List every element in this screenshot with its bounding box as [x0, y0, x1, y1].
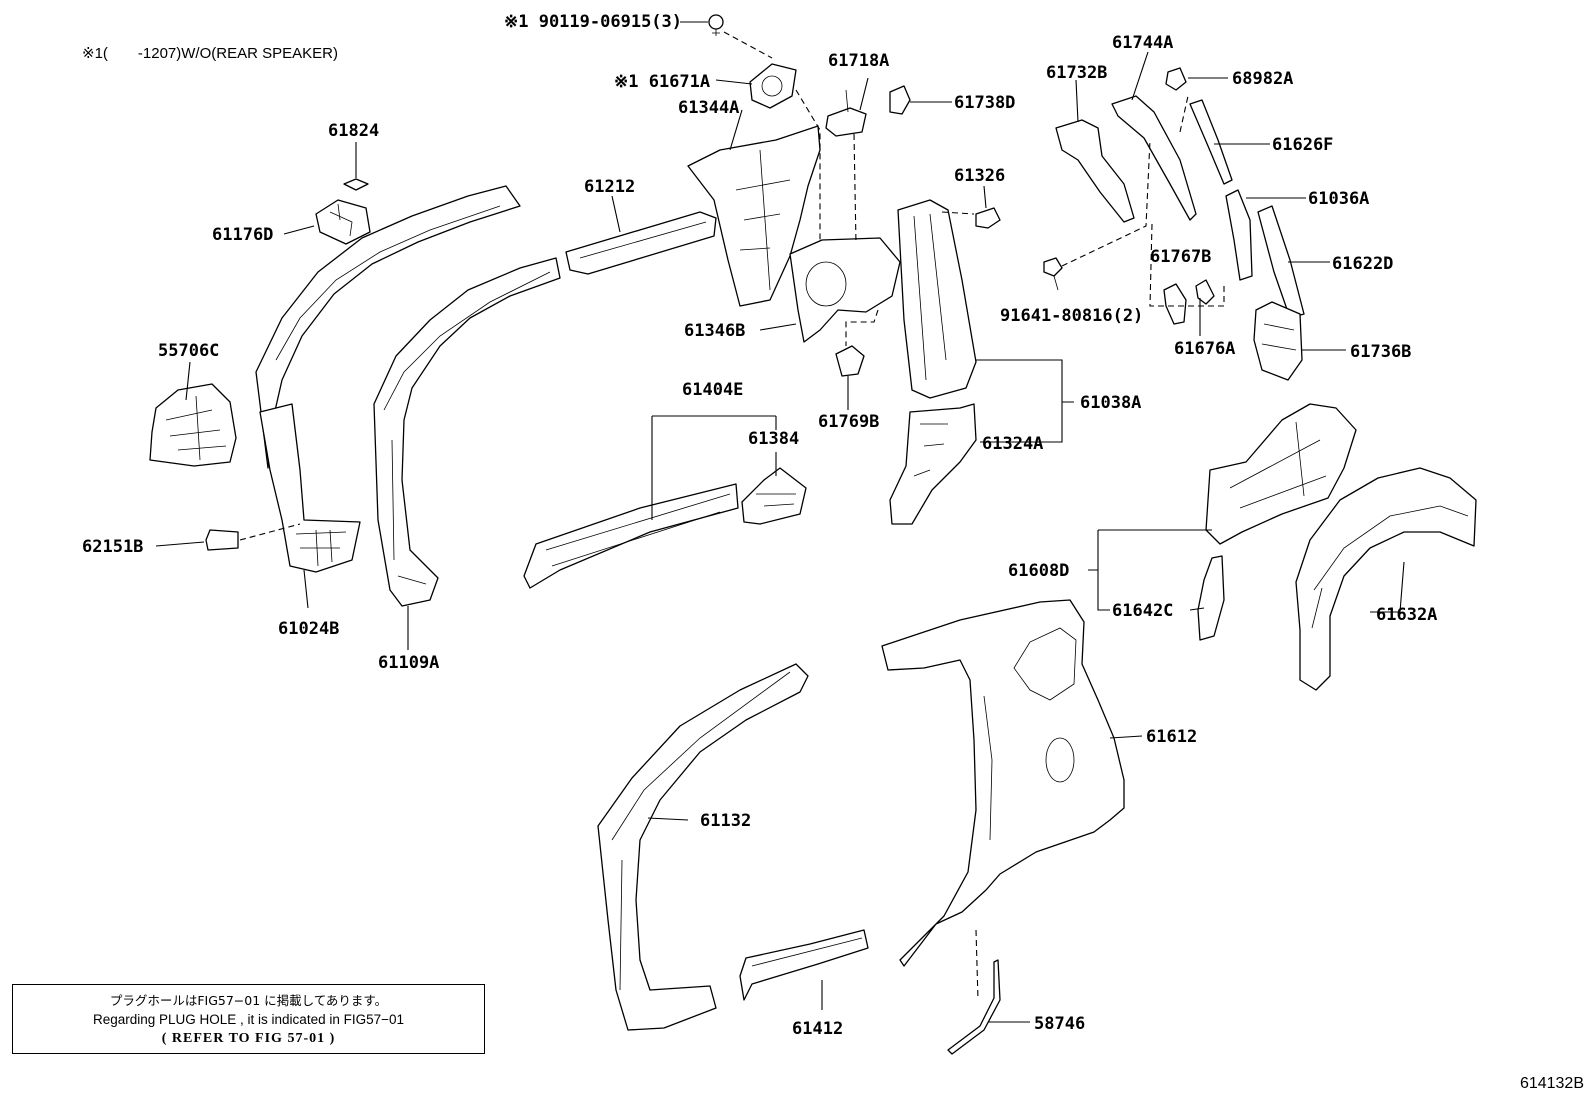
label-61767B[interactable]: 61767B [1150, 247, 1211, 267]
label-61642C[interactable]: 61642C [1112, 601, 1173, 621]
label-61736B[interactable]: 61736B [1350, 342, 1411, 362]
leader-lines [155, 21, 1405, 1023]
part-61612-shape [881, 599, 1125, 967]
part-roof-rail-shape [255, 185, 521, 469]
part-61344A-shape [687, 125, 821, 307]
label-61671A[interactable]: ※1 61671A [614, 72, 710, 92]
note-line-english: Regarding PLUG HOLE , it is indicated in… [92, 1012, 405, 1027]
label-61632A[interactable]: 61632A [1376, 605, 1437, 625]
figure-id: 614132B [1519, 1075, 1584, 1092]
label-61612[interactable]: 61612 [1146, 727, 1197, 747]
part-61038A-shape [897, 199, 977, 399]
label-61324A[interactable]: 61324A [982, 434, 1043, 454]
part-61744A-shape [1111, 95, 1197, 221]
label-61109A[interactable]: 61109A [378, 653, 439, 673]
header-note: ※1( -1207)W/O(REAR SPEAKER) [82, 45, 338, 62]
part-61769B-shape [835, 345, 865, 377]
label-61608D[interactable]: 61608D [1008, 561, 1069, 581]
part-61676A-shape [1195, 279, 1215, 305]
label-58746[interactable]: 58746 [1034, 1014, 1085, 1034]
label-91641-80816[interactable]: 91641-80816(2) [1000, 306, 1143, 326]
part-55706C-shape [149, 383, 237, 467]
part-61404E-shape [523, 483, 739, 589]
part-62151B-shape [205, 529, 239, 551]
part-61326-shape [975, 207, 1001, 229]
part-68982A-shape [1165, 67, 1187, 91]
part-91641-shape [1043, 257, 1063, 291]
plug-hole-note: プラグホールはFIG57−01 に掲載してあります。 Regarding PLU… [12, 984, 485, 1054]
part-90119-shape [708, 14, 724, 36]
label-61622D[interactable]: 61622D [1332, 254, 1393, 274]
part-61132-shape [597, 663, 809, 1031]
label-61824[interactable]: 61824 [328, 121, 379, 141]
label-61718A[interactable]: 61718A [828, 51, 889, 71]
label-62151B[interactable]: 62151B [82, 537, 143, 557]
part-61036A-shape [1225, 189, 1253, 281]
label-61132[interactable]: 61132 [700, 811, 751, 831]
label-61732B[interactable]: 61732B [1046, 63, 1107, 83]
label-90119-06915[interactable]: ※1 90119-06915(3) [504, 12, 682, 32]
part-61736B-shape [1253, 301, 1303, 381]
note-refer-link[interactable]: ( REFER TO FIG 57-01 ) [161, 1031, 336, 1046]
label-61744A[interactable]: 61744A [1112, 33, 1173, 53]
assembly-dashed-lines [239, 31, 1225, 1001]
label-61738D[interactable]: 61738D [954, 93, 1015, 113]
part-61109A-shape [373, 257, 561, 607]
part-61718A-shape [825, 89, 867, 137]
part-61767B-shape [1163, 283, 1187, 325]
label-61346B[interactable]: 61346B [684, 321, 745, 341]
part-61732B-shape [1055, 119, 1135, 223]
part-61384-shape [741, 467, 807, 525]
part-labels: ※1 90119-06915(3) ※1 61671A 61718A 61344… [82, 12, 1437, 1039]
part-58746-shape [947, 959, 1001, 1055]
label-61326[interactable]: 61326 [954, 166, 1005, 186]
part-61212-shape [565, 211, 717, 275]
label-55706C[interactable]: 55706C [158, 341, 219, 361]
part-61626F-shape [1189, 99, 1233, 185]
label-68982A[interactable]: 68982A [1232, 69, 1293, 89]
part-61024B-shape [259, 403, 361, 573]
label-61769B[interactable]: 61769B [818, 412, 879, 432]
label-61344A[interactable]: 61344A [678, 98, 739, 118]
label-61038A[interactable]: 61038A [1080, 393, 1141, 413]
part-61622D-shape [1257, 205, 1305, 319]
part-61642C-shape [1197, 555, 1225, 641]
label-61384[interactable]: 61384 [748, 429, 799, 449]
part-61324A-shape [889, 403, 977, 525]
part-61608D-shape [1205, 403, 1357, 545]
part-61671A-shape [749, 63, 797, 109]
part-61176D-shape [315, 199, 371, 245]
note-line-japanese: プラグホールはFIG57−01 に掲載してあります。 [109, 993, 388, 1008]
label-61036A[interactable]: 61036A [1308, 189, 1369, 209]
label-61404E[interactable]: 61404E [682, 380, 743, 400]
part-61346B-shape [789, 237, 901, 343]
part-61412-shape [739, 929, 869, 1001]
label-61024B[interactable]: 61024B [278, 619, 339, 639]
label-61176D[interactable]: 61176D [212, 225, 273, 245]
part-61824-shape [343, 178, 369, 191]
label-61212[interactable]: 61212 [584, 177, 635, 197]
part-61738D-shape [889, 85, 911, 115]
label-61676A[interactable]: 61676A [1174, 339, 1235, 359]
label-61626F[interactable]: 61626F [1272, 135, 1333, 155]
label-61412[interactable]: 61412 [792, 1019, 843, 1039]
part-61632A-shape [1295, 467, 1477, 691]
